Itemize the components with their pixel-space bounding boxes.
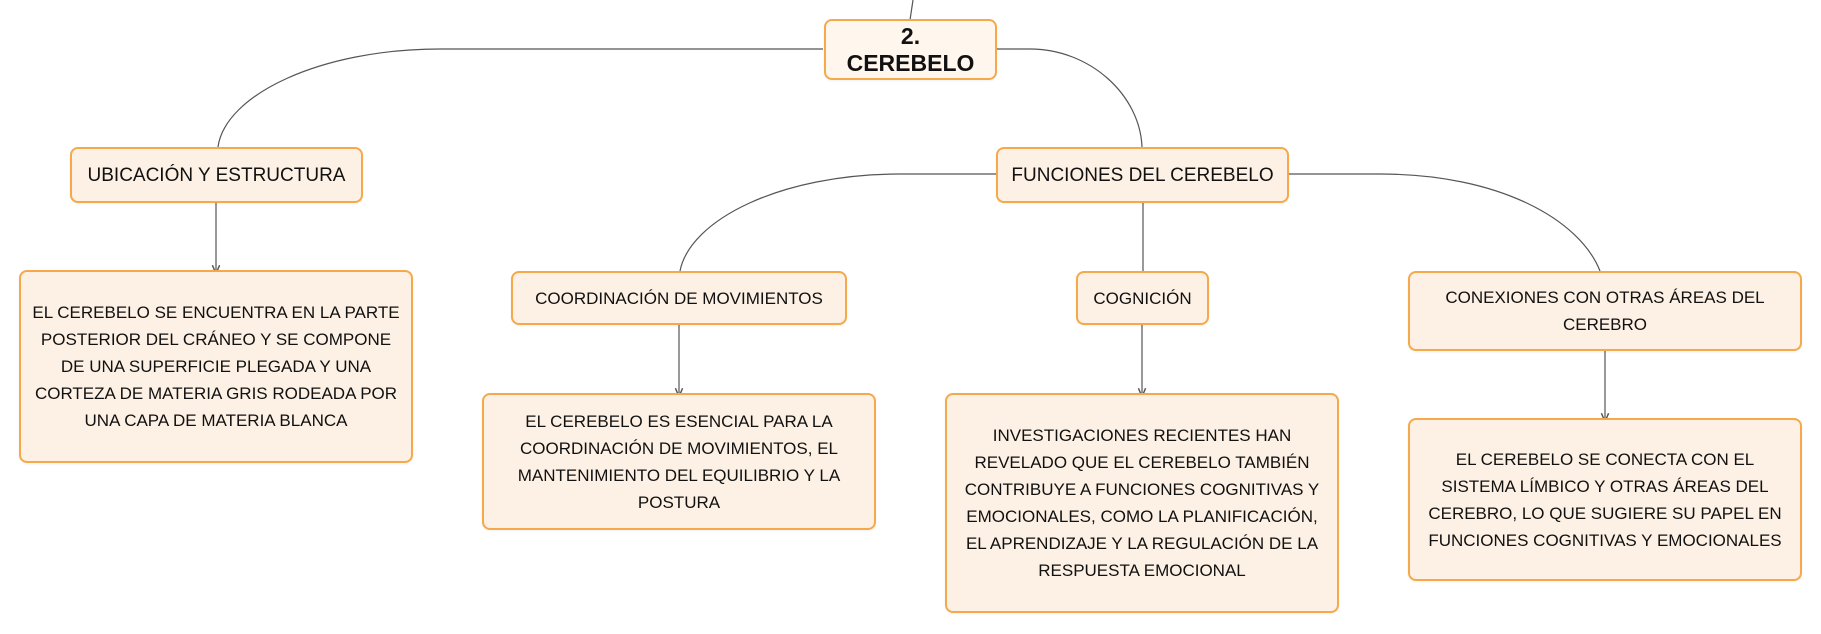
topic-node-funciones[interactable]: FUNCIONES DEL CEREBELO [996,147,1289,203]
connector-funciones-to-coordinacion [679,173,997,272]
subtopic-label: CONEXIONES CON OTRAS ÁREAS DEL CEREBRO [1445,288,1765,334]
topic-label: FUNCIONES DEL CEREBELO [1011,164,1274,186]
detail-text: EL CEREBELO SE CONECTA CON EL SISTEMA LÍ… [1428,449,1782,550]
root-label: 2. CEREBELO [846,22,975,76]
detail-text: EL CEREBELO SE ENCUENTRA EN LA PARTE POS… [32,303,400,430]
detail-node-coordinacion[interactable]: EL CEREBELO ES ESENCIAL PARA LA COORDINA… [482,393,876,530]
connector-funciones-to-conexiones [1288,173,1601,272]
connector-parent-to-root [909,0,914,21]
topic-label: UBICACIÓN Y ESTRUCTURA [87,164,346,186]
connector-root-to-ubicacion [217,48,823,148]
topic-node-ubicacion[interactable]: UBICACIÓN Y ESTRUCTURA [70,147,363,203]
connector-root-to-funciones [997,48,1143,148]
detail-node-ubicacion[interactable]: EL CEREBELO SE ENCUENTRA EN LA PARTE POS… [19,270,413,463]
detail-node-conexiones[interactable]: EL CEREBELO SE CONECTA CON EL SISTEMA LÍ… [1408,418,1802,581]
subtopic-node-coordinacion[interactable]: COORDINACIÓN DE MOVIMIENTOS [511,271,847,325]
detail-node-cognicion[interactable]: INVESTIGACIONES RECIENTES HAN REVELADO Q… [945,393,1339,613]
subtopic-node-cognicion[interactable]: COGNICIÓN [1076,271,1209,325]
detail-text: INVESTIGACIONES RECIENTES HAN REVELADO Q… [964,426,1320,580]
subtopic-label: COGNICIÓN [1093,288,1192,308]
subtopic-label: COORDINACIÓN DE MOVIMIENTOS [535,288,823,308]
detail-text: EL CEREBELO ES ESENCIAL PARA LA COORDINA… [517,411,841,512]
subtopic-node-conexiones[interactable]: CONEXIONES CON OTRAS ÁREAS DEL CEREBRO [1408,271,1802,351]
root-node[interactable]: 2. CEREBELO [824,19,997,80]
